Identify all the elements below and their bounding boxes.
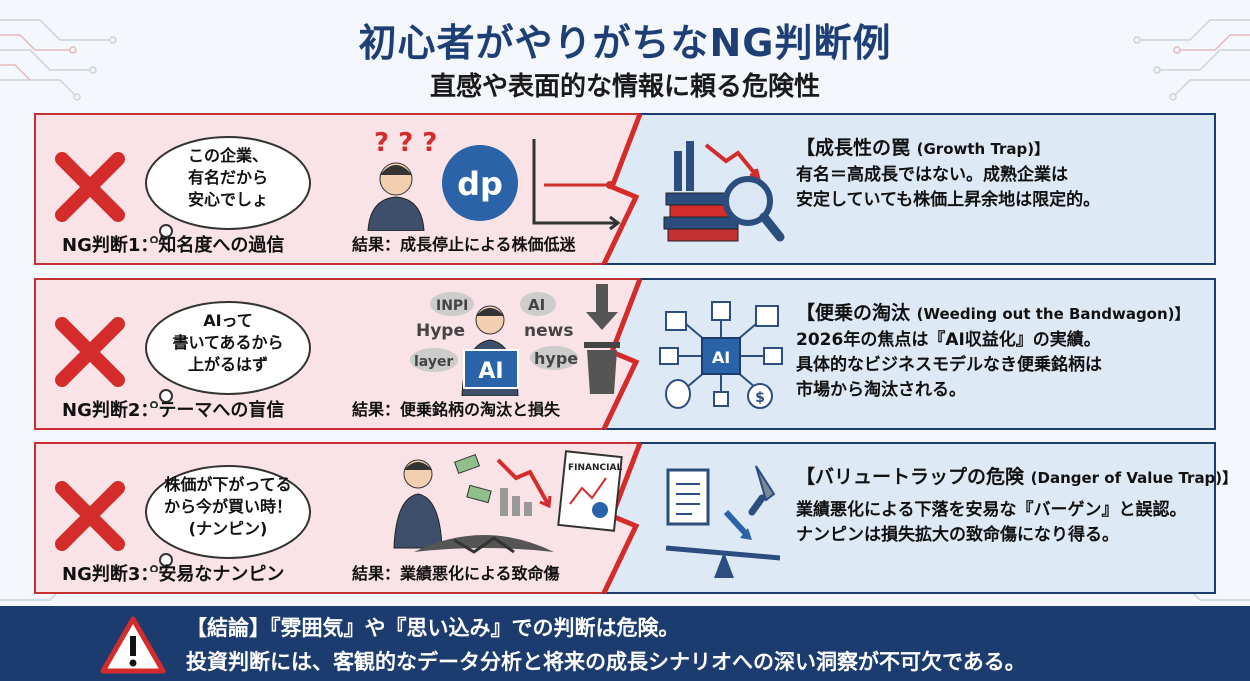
result-label: 結果：便乗銘柄の淘汰と損失 — [352, 400, 561, 419]
ai-hype-illustration: INPI AI Hype news layer hype AI — [410, 284, 620, 396]
svg-text:AI: AI — [528, 296, 545, 314]
bubble-text: AIって 書いてあるから 上がるはず — [172, 311, 284, 374]
svg-text:FINANCIAL: FINANCIAL — [568, 463, 622, 473]
bubble-text: この企業、 有名だから 安心でしょ — [187, 146, 268, 209]
thought-bubble — [145, 465, 311, 572]
confused-person-logo-illustration: ? ? ? dp — [367, 128, 621, 231]
svg-text:news: news — [524, 321, 573, 341]
books-magnifier-icon — [663, 141, 785, 242]
thought-bubble — [145, 136, 311, 243]
svg-text:INPI: INPI — [436, 298, 468, 314]
ai-sign: AI — [463, 349, 519, 389]
result-label: 結果：成長停止による株価低迷 — [352, 235, 576, 254]
svg-text:dp: dp — [457, 165, 503, 203]
trap-description: 業績悪化による下落を安易な『バーゲン』と誤認。 ナンピンは損失拡大の致命傷になり… — [796, 500, 1187, 545]
company-logo-icon: dp — [442, 145, 518, 221]
trap-heading: 【成長性の罠 (Growth Trap)】 — [796, 137, 1050, 159]
flat-chart-icon — [532, 139, 621, 231]
falling-chart-icon — [496, 458, 552, 516]
conclusion-line-1: 【結論】『雰囲気』や『思い込み』での判断は危険。 — [186, 616, 680, 640]
result-label: 結果：業績悪化による致命傷 — [352, 564, 560, 583]
knife-seesaw-icon — [665, 465, 781, 578]
trash-can-icon — [584, 284, 620, 394]
falling-knife-crack-illustration: FINANCIAL — [393, 450, 623, 554]
ai-chip-icon: AI $ — [659, 301, 783, 409]
ng-label: NG判断3：安易なナンピン — [62, 564, 285, 585]
svg-text:? ? ?: ? ? ? — [374, 128, 437, 158]
svg-text:Hype: Hype — [416, 321, 465, 341]
svg-text:layer: layer — [414, 354, 453, 370]
page-title: 初心者がやりがちなNG判断例 — [358, 21, 892, 65]
ng-row-1: この企業、 有名だから 安心でしょ NG判断1：知名度への過信 ? ? ? dp… — [34, 113, 1216, 265]
trap-heading: 【バリュートラップの危険 (Danger of Value Trap)】 — [796, 466, 1238, 488]
svg-text:AI: AI — [712, 348, 730, 367]
financial-document-icon: FINANCIAL — [557, 450, 623, 532]
ng-label: NG判断1：知名度への過信 — [62, 235, 285, 256]
page-subtitle: 直感や表面的な情報に頼る危険性 — [429, 72, 820, 102]
ng-label: NG判断2：テーマへの盲信 — [62, 400, 285, 421]
x-mark-icon — [55, 152, 125, 222]
warning-icon — [100, 616, 166, 674]
trap-heading: 【便乗の淘汰 (Weeding out the Bandwagon)】 — [796, 302, 1190, 324]
x-mark-icon — [55, 481, 125, 551]
conclusion-footer: 【結論】『雰囲気』や『思い込み』での判断は危険。 投資判断には、客観的なデータ分… — [0, 606, 1250, 681]
bubble-text: 株価が下がってる から今が買い時！ (ナンピン) — [163, 475, 292, 538]
trap-description: 有名＝高成長ではない。成熟企業は 安定していても株価上昇余地は限定的。 — [796, 165, 1101, 210]
thought-bubble — [145, 301, 311, 408]
ng-row-3: 株価が下がってる から今が買い時！ (ナンピン) NG判断3：安易なナンピン F… — [34, 442, 1237, 594]
svg-text:$: $ — [755, 390, 765, 406]
conclusion-line-2: 投資判断には、客観的なデータ分析と将来の成長シナリオへの深い洞察が不可欠である。 — [186, 650, 1026, 674]
svg-text:AI: AI — [478, 359, 503, 384]
svg-text:hype: hype — [534, 349, 578, 368]
trap-description: 2026年の焦点は『AI収益化』の実績。 具体的なビジネスモデルなき便乗銘柄は … — [796, 330, 1102, 400]
ng-row-2: AIって 書いてあるから 上がるはず NG判断2：テーマへの盲信 INPI AI… — [34, 278, 1216, 430]
x-mark-icon — [55, 317, 125, 387]
